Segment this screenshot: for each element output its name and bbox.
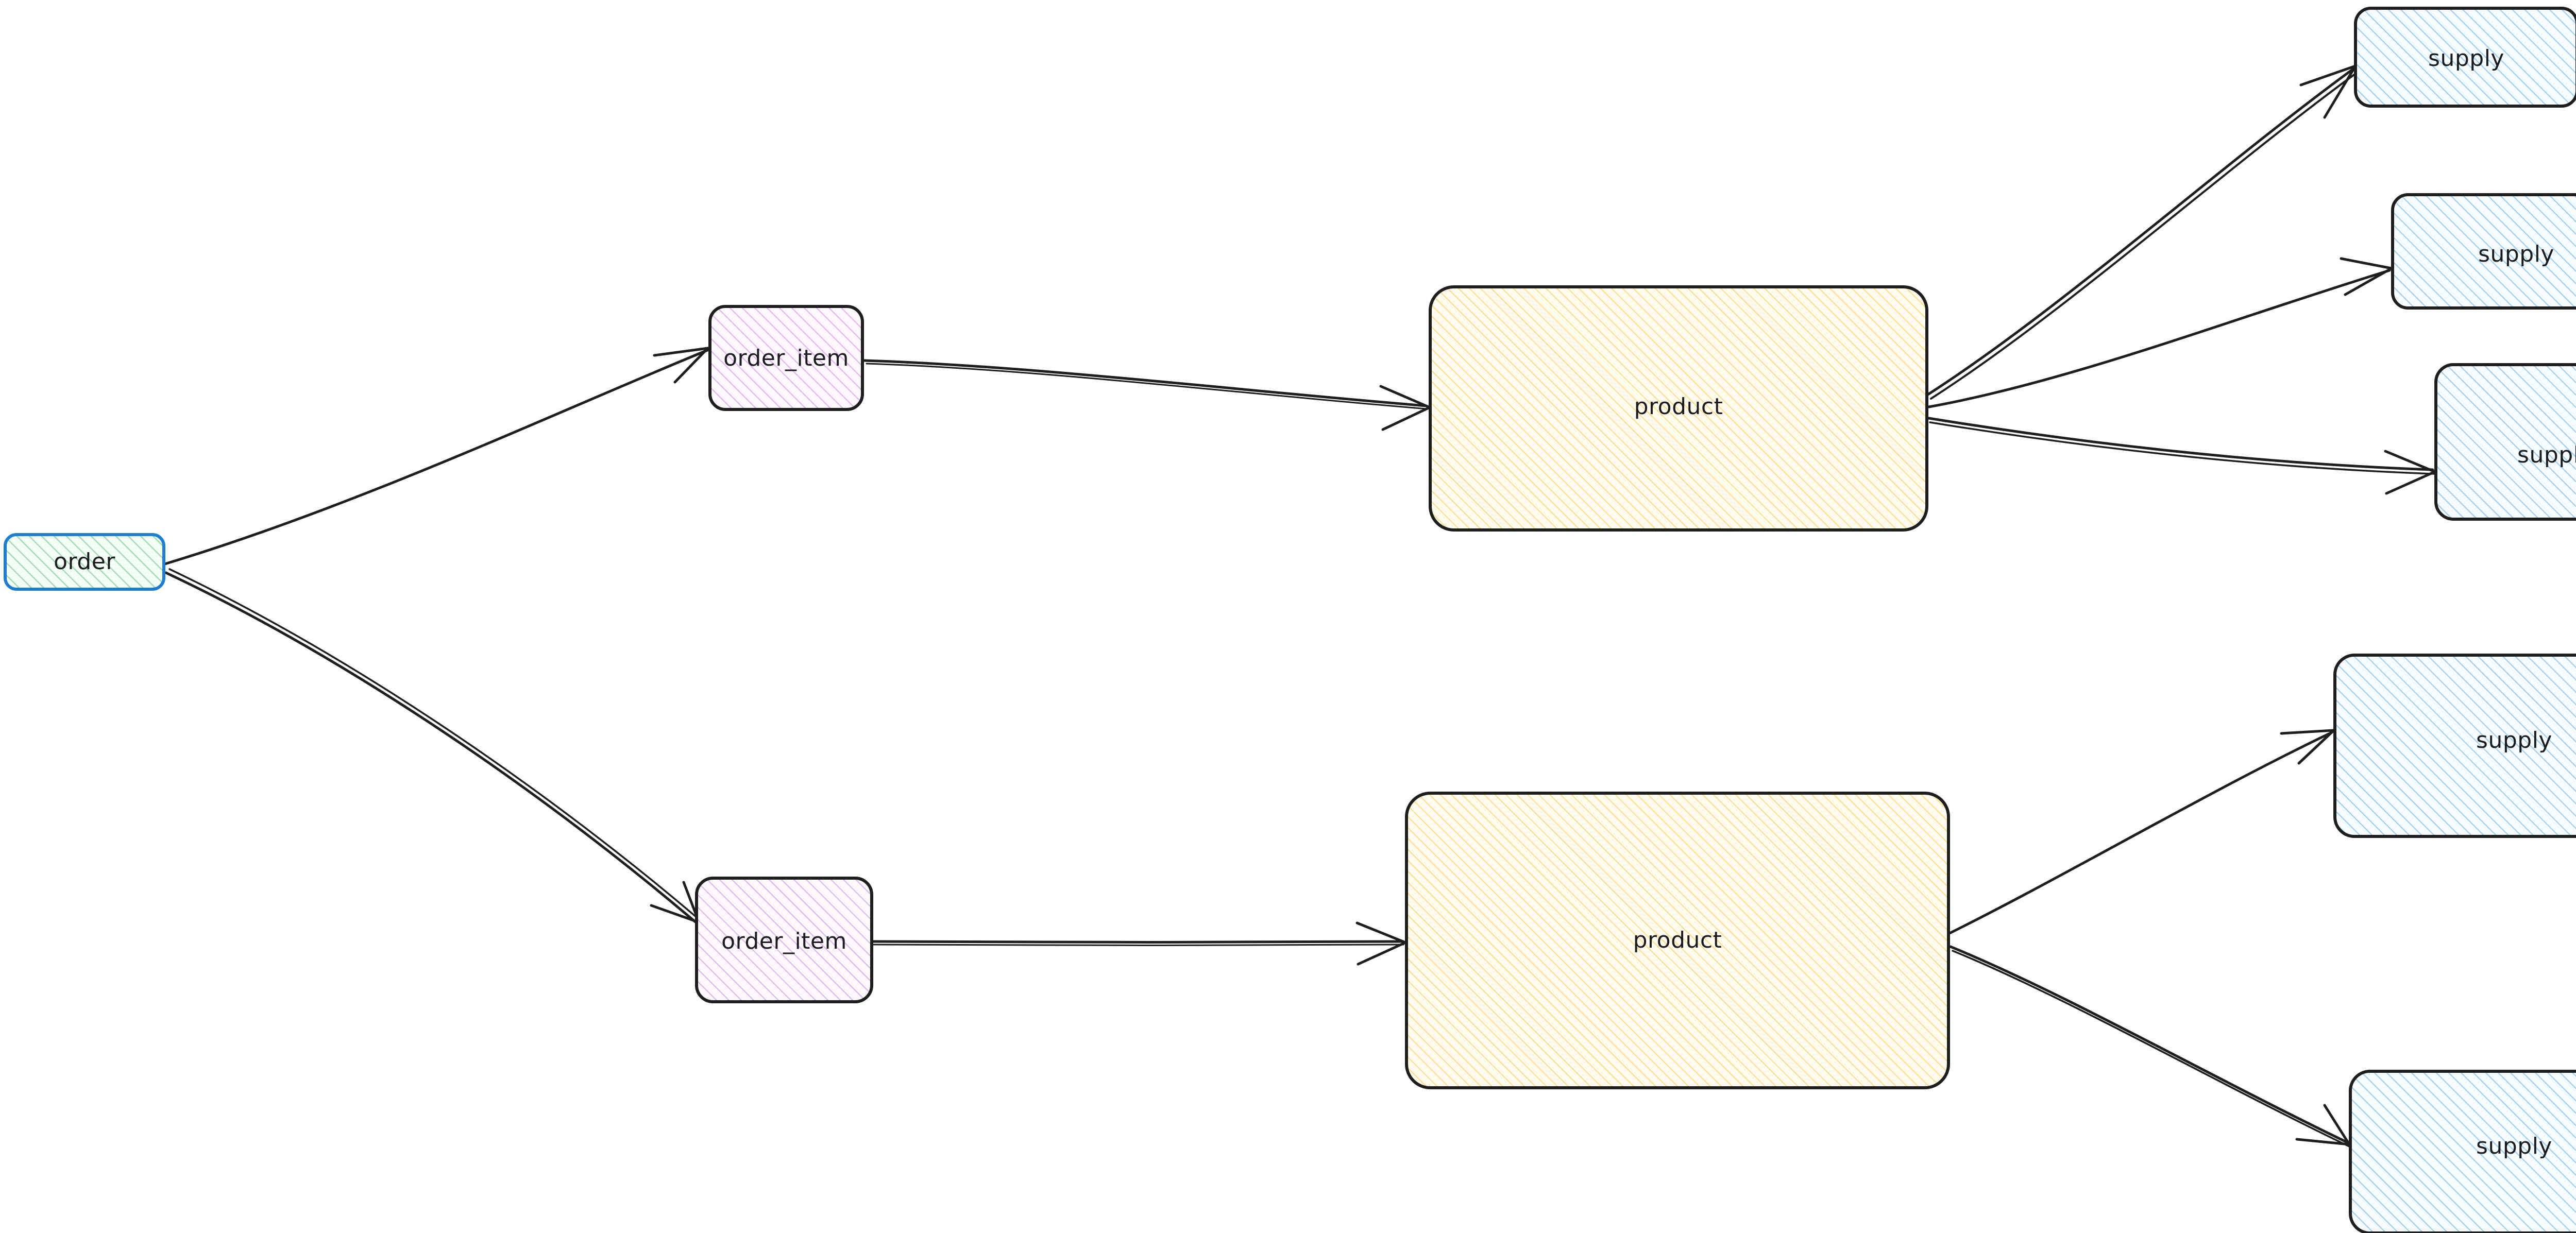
node-supply-5-label: supply <box>2476 1133 2552 1159</box>
node-order-item-1[interactable]: order_item <box>708 305 864 411</box>
node-supply-2-border <box>2391 193 2576 310</box>
edge-order-to-order-item-1 <box>163 347 709 566</box>
node-product-1[interactable]: product <box>1429 285 1928 532</box>
node-supply-2-hatch <box>2393 195 2576 308</box>
node-supply-4-border <box>2333 654 2576 838</box>
node-supply-3-border <box>2434 363 2576 521</box>
edge-product-2-to-supply-5 <box>1949 945 2351 1148</box>
edge-product-2-to-supply-4 <box>1948 729 2335 935</box>
node-supply-1-border <box>2354 7 2576 108</box>
node-supply-3-hatch <box>2436 365 2576 519</box>
node-supply-5-hatch <box>2350 1071 2576 1233</box>
node-order-item-1-label: order_item <box>723 345 849 371</box>
node-supply-1-label: supply <box>2428 45 2504 72</box>
node-product-1-hatch <box>1430 287 1927 530</box>
edge-order-item-1-to-product-1 <box>863 359 1431 431</box>
node-product-2[interactable]: product <box>1405 792 1950 1089</box>
node-supply-3[interactable]: supply <box>2434 363 2576 521</box>
node-supply-5[interactable]: supply <box>2349 1070 2576 1233</box>
node-supply-1[interactable]: supply <box>2354 7 2576 108</box>
edge-layer <box>163 64 2436 1148</box>
node-order-item-2-border <box>695 877 873 1003</box>
node-order-item-2-label: order_item <box>721 928 847 954</box>
node-order-item-2[interactable]: order_item <box>695 877 873 1003</box>
node-order-item-2-hatch <box>697 878 872 1002</box>
node-product-2-border <box>1405 792 1950 1089</box>
edge-product-1-to-supply-3 <box>1927 417 2436 495</box>
node-product-2-hatch <box>1406 793 1948 1088</box>
edge-product-1-to-supply-2 <box>1927 257 2393 408</box>
node-supply-4-hatch <box>2335 655 2576 836</box>
edge-product-1-to-supply-1 <box>1926 64 2357 400</box>
node-order-item-1-border <box>708 305 864 411</box>
node-product-2-label: product <box>1633 927 1722 953</box>
node-supply-2[interactable]: supply <box>2391 193 2576 310</box>
edge-order-to-order-item-2 <box>164 568 702 926</box>
node-supply-3-label: supply <box>2517 442 2576 468</box>
node-supply-5-border <box>2349 1070 2576 1233</box>
edge-order-item-2-to-product-2 <box>871 921 1407 966</box>
node-supply-4-label: supply <box>2476 727 2552 754</box>
node-order-border <box>4 533 165 591</box>
node-order[interactable]: order <box>4 533 165 591</box>
node-supply-1-hatch <box>2355 8 2576 106</box>
node-supply-4[interactable]: supply <box>2333 654 2576 838</box>
node-order-label: order <box>54 549 115 575</box>
node-product-1-label: product <box>1634 393 1723 420</box>
node-product-1-border <box>1429 285 1928 532</box>
node-supply-2-label: supply <box>2478 241 2554 267</box>
node-order-hatch <box>5 535 164 589</box>
node-order-item-1-hatch <box>710 306 862 409</box>
